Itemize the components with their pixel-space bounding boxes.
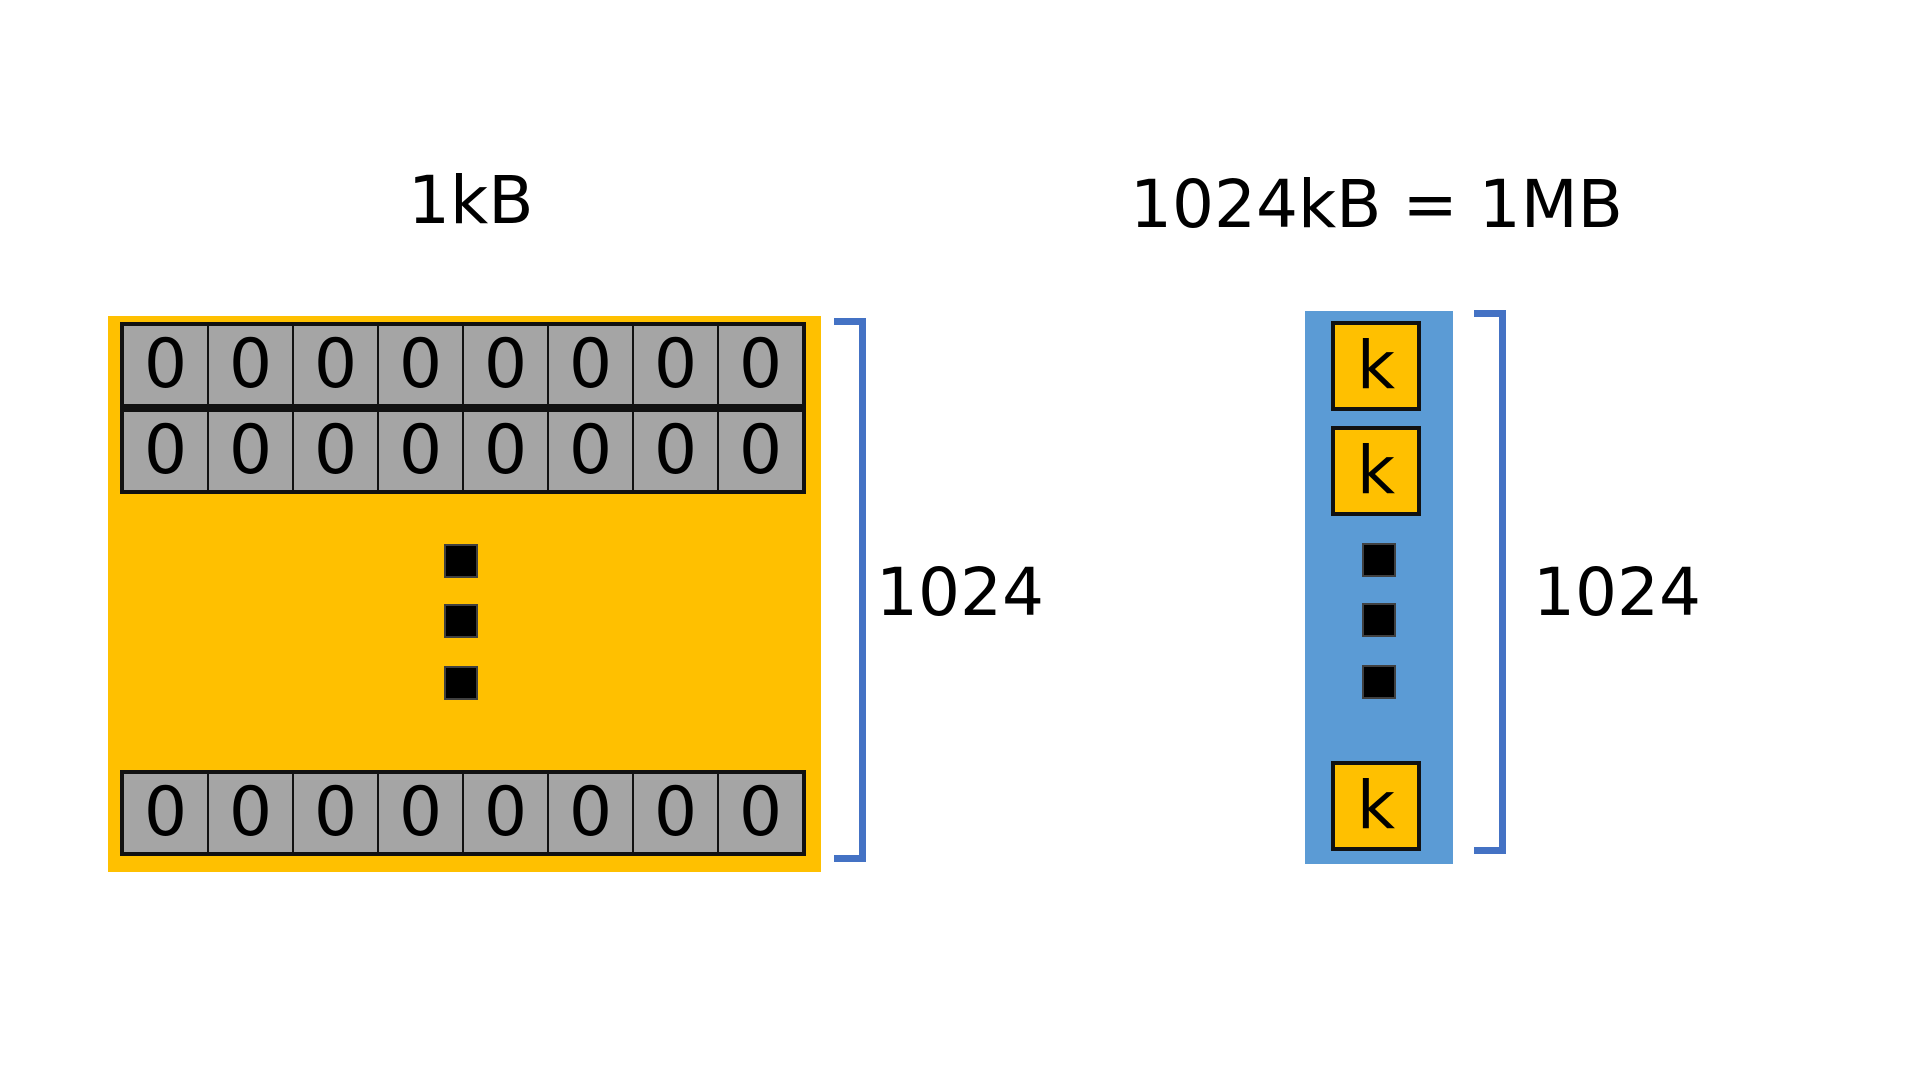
byte-row: 0 0 0 0 0 0 0 0 bbox=[120, 322, 806, 408]
kilobyte-title: 1kB bbox=[408, 162, 534, 239]
block-count-label: 1024 bbox=[1533, 554, 1701, 631]
bit-cell: 0 bbox=[738, 411, 783, 490]
ellipsis-dot-icon bbox=[1362, 543, 1396, 577]
bit-cell: 0 bbox=[634, 774, 719, 852]
bit-cell: 0 bbox=[294, 774, 379, 852]
row-count-label: 1024 bbox=[876, 554, 1044, 631]
kilobyte-cell: k bbox=[1331, 761, 1421, 851]
bit-cell: 0 bbox=[464, 412, 549, 490]
ellipsis-dot-icon bbox=[444, 544, 478, 578]
bit-cell: 0 bbox=[124, 326, 209, 404]
bit-cell: 0 bbox=[124, 774, 209, 852]
bit-cell: 0 bbox=[738, 325, 783, 404]
bit-cell: 0 bbox=[549, 412, 634, 490]
bit-cell: 0 bbox=[464, 774, 549, 852]
bit-cell: 0 bbox=[549, 774, 634, 852]
kilobyte-cell: k bbox=[1331, 426, 1421, 516]
byte-row: 0 0 0 0 0 0 0 0 bbox=[120, 770, 806, 856]
bit-cell: 0 bbox=[379, 774, 464, 852]
bit-cell: 0 bbox=[379, 326, 464, 404]
bit-cell: 0 bbox=[379, 412, 464, 490]
bit-cell: 0 bbox=[464, 326, 549, 404]
bracket-icon bbox=[1474, 310, 1506, 854]
bracket-icon bbox=[834, 318, 866, 862]
kilobyte-block: 0 0 0 0 0 0 0 0 0 0 0 0 0 0 0 0 0 0 0 0 … bbox=[108, 316, 821, 872]
bit-cell: 0 bbox=[209, 774, 294, 852]
kilobyte-cell: k bbox=[1331, 321, 1421, 411]
megabyte-block: k k k bbox=[1305, 311, 1453, 864]
byte-row: 0 0 0 0 0 0 0 0 bbox=[120, 408, 806, 494]
megabyte-title: 1024kB = 1MB bbox=[1130, 166, 1623, 243]
bit-cell: 0 bbox=[209, 412, 294, 490]
bit-cell: 0 bbox=[294, 412, 379, 490]
ellipsis-dot-icon bbox=[1362, 665, 1396, 699]
bit-cell: 0 bbox=[549, 326, 634, 404]
bit-cell: 0 bbox=[738, 773, 783, 852]
bit-cell: 0 bbox=[634, 412, 719, 490]
bit-cell: 0 bbox=[209, 326, 294, 404]
ellipsis-dot-icon bbox=[444, 666, 478, 700]
bit-cell: 0 bbox=[634, 326, 719, 404]
ellipsis-dot-icon bbox=[1362, 603, 1396, 637]
ellipsis-dot-icon bbox=[444, 604, 478, 638]
bit-cell: 0 bbox=[294, 326, 379, 404]
bit-cell: 0 bbox=[124, 412, 209, 490]
